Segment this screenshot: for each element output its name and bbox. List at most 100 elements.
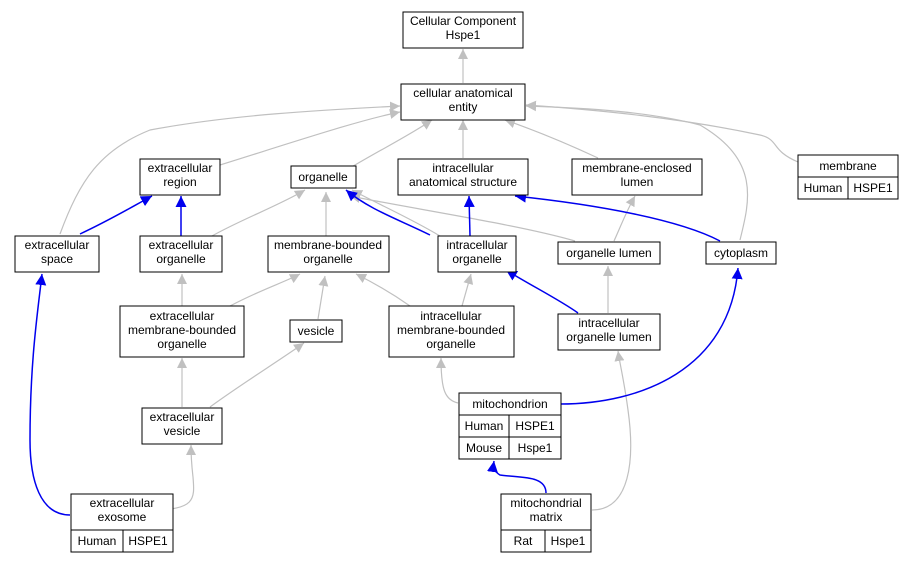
node-label: organelle xyxy=(303,252,353,266)
gene-label: HSPE1 xyxy=(128,534,168,548)
node-label: intracellular xyxy=(578,316,639,330)
edge xyxy=(209,342,305,408)
edge xyxy=(525,100,799,163)
edges-gray xyxy=(59,49,799,511)
edge xyxy=(349,119,433,169)
node-membrane-bounded-organelle[interactable]: membrane-bounded organelle xyxy=(267,235,390,273)
node-label: membrane-enclosed xyxy=(582,161,691,175)
node-label: vesicle xyxy=(298,324,335,338)
gene-cell xyxy=(544,529,592,553)
node-label: organelle xyxy=(156,252,206,266)
node-label: extracellular xyxy=(150,309,215,323)
node-label: space xyxy=(41,252,73,266)
edge xyxy=(505,269,579,314)
node-label: extracellular xyxy=(150,410,215,424)
node-label: organelle xyxy=(298,170,348,184)
node-cellular-anatomical-entity[interactable]: cellular anatomical entity xyxy=(400,83,526,121)
node-mitochondrial-matrix[interactable]: mitochondrial matrix Rat Hspe1 xyxy=(500,493,592,553)
node-label: lumen xyxy=(621,175,654,189)
node-extracellular-vesicle[interactable]: extracellular vesicle xyxy=(141,407,223,445)
node-organelle-lumen[interactable]: organelle lumen xyxy=(557,241,661,265)
node-cellular-component[interactable]: Cellular Component Hspe1 xyxy=(402,11,524,49)
node-label: intracellular xyxy=(420,309,481,323)
node-label: organelle xyxy=(157,337,207,351)
edge xyxy=(317,275,329,320)
node-label: extracellular xyxy=(25,238,90,252)
edge xyxy=(211,189,306,237)
edges-blue xyxy=(29,189,743,516)
edge xyxy=(613,195,636,242)
node-intracellular-membrane-bounded-organelle[interactable]: intracellular membrane-bounded organelle xyxy=(388,305,515,358)
node-label: membrane xyxy=(819,159,877,173)
edge xyxy=(436,357,459,404)
gene-label: Hspe1 xyxy=(518,441,553,455)
node-label: membrane-bounded xyxy=(128,323,236,337)
gene-label: HSPE1 xyxy=(515,419,555,433)
species-label: Human xyxy=(465,419,504,433)
node-label: Cellular Component xyxy=(410,14,517,28)
node-label: extracellular xyxy=(90,496,155,510)
node-mitochondrion[interactable]: mitochondrion Human HSPE1 Mouse Hspe1 xyxy=(458,392,562,460)
species-label: Human xyxy=(78,534,117,548)
node-label: mitochondrial xyxy=(510,496,581,510)
node-label: Hspe1 xyxy=(446,28,481,42)
node-extracellular-space[interactable]: extracellular space xyxy=(14,235,100,273)
node-label: extracellular xyxy=(148,161,213,175)
node-organelle[interactable]: organelle xyxy=(290,165,357,189)
node-label: extracellular xyxy=(149,238,214,252)
node-vesicle[interactable]: vesicle xyxy=(289,319,343,343)
edge xyxy=(229,273,301,307)
node-intracellular-anatomical-structure[interactable]: intracellular anatomical structure xyxy=(397,158,529,196)
node-label: mitochondrion xyxy=(472,397,547,411)
node-label: membrane-bounded xyxy=(274,238,382,252)
edge xyxy=(219,109,401,166)
edge xyxy=(504,118,599,159)
edge xyxy=(149,444,197,511)
node-label: organelle xyxy=(426,337,476,351)
node-label: membrane-bounded xyxy=(397,323,505,337)
node-intracellular-organelle-lumen[interactable]: intracellular organelle lumen xyxy=(557,313,661,351)
edge xyxy=(461,273,474,307)
node-label: matrix xyxy=(530,510,563,524)
node-label: exosome xyxy=(98,510,147,524)
node-extracellular-exosome[interactable]: extracellular exosome Human HSPE1 xyxy=(70,493,174,553)
edge xyxy=(29,273,71,516)
edge xyxy=(349,193,576,242)
species-label: Rat xyxy=(514,534,533,548)
node-extracellular-region[interactable]: extracellular region xyxy=(139,158,221,196)
node-label: vesicle xyxy=(164,424,201,438)
edge xyxy=(79,195,153,235)
node-label: cytoplasm xyxy=(714,246,768,260)
edge xyxy=(463,195,475,237)
node-membrane-enclosed-lumen[interactable]: membrane-enclosed lumen xyxy=(571,158,703,196)
node-label: organelle lumen xyxy=(566,330,651,344)
edge xyxy=(525,101,749,241)
node-label: intracellular xyxy=(432,161,493,175)
species-label: Human xyxy=(804,181,843,195)
node-membrane[interactable]: membrane Human HSPE1 xyxy=(797,154,899,200)
node-cytoplasm[interactable]: cytoplasm xyxy=(705,241,777,265)
edge xyxy=(355,273,411,307)
node-label: intracellular xyxy=(446,238,507,252)
gene-cell xyxy=(847,176,899,200)
node-label: region xyxy=(163,175,196,189)
edge xyxy=(559,267,743,405)
edge xyxy=(59,101,401,235)
species-label: Mouse xyxy=(466,441,502,455)
node-extracellular-organelle[interactable]: extracellular organelle xyxy=(139,235,223,273)
node-label: cellular anatomical xyxy=(413,86,512,100)
node-label: organelle lumen xyxy=(566,246,651,260)
edge xyxy=(514,191,721,242)
edge xyxy=(591,350,632,511)
node-intracellular-organelle[interactable]: intracellular organelle xyxy=(437,235,517,273)
node-label: entity xyxy=(449,100,478,114)
gene-label: HSPE1 xyxy=(853,181,893,195)
gene-cell xyxy=(122,529,174,553)
node-label: anatomical structure xyxy=(409,175,517,189)
gene-cell xyxy=(508,436,562,460)
edge xyxy=(351,189,441,237)
node-extracellular-membrane-bounded-organelle[interactable]: extracellular membrane-bounded organelle xyxy=(119,305,245,358)
edge xyxy=(345,189,431,236)
gene-label: Hspe1 xyxy=(551,534,586,548)
